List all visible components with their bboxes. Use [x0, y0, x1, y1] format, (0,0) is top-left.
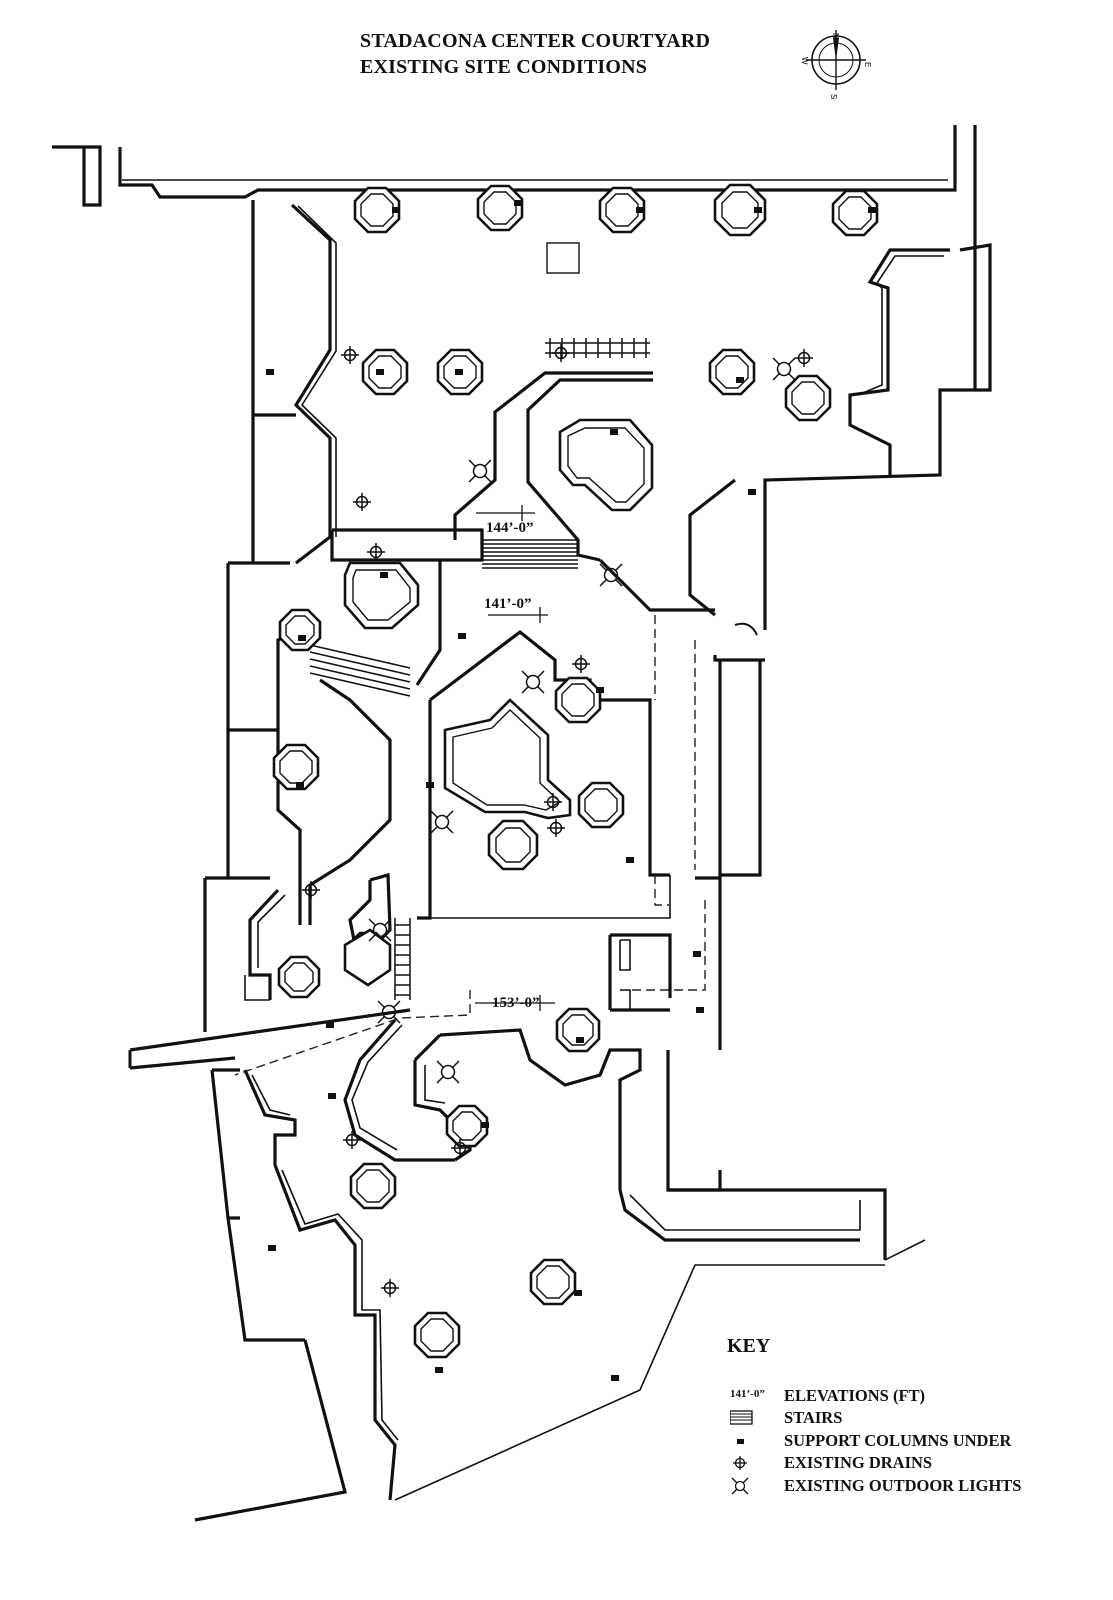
- building-walls: [52, 125, 992, 1522]
- legend-title: KEY: [727, 1335, 771, 1357]
- stairs-upper-center: [482, 539, 578, 569]
- support-column-markers: [266, 200, 876, 1381]
- diagram-title-line-1: STADACONA CENTER COURTYARD: [360, 30, 711, 52]
- elevation-sample-label: 141’-0”: [730, 1388, 765, 1400]
- legend-label: ELEVATIONS (FT): [784, 1386, 926, 1405]
- compass-west-label: W: [800, 57, 809, 65]
- legend-item-drains: EXISTING DRAINS: [730, 1452, 1090, 1474]
- legend-item-stairs: STAIRS: [730, 1407, 1090, 1429]
- elevation-label: 144’-0”: [486, 520, 534, 536]
- stairs-center-vertical: [394, 918, 411, 1000]
- compass-south-label: S: [829, 94, 838, 99]
- legend-label: EXISTING OUTDOOR LIGHTS: [784, 1476, 1022, 1495]
- elevation-marker-lines: [475, 505, 555, 1011]
- legend-label: EXISTING DRAINS: [784, 1453, 933, 1472]
- legend-item-elevations: 141’-0” ELEVATIONS (FT): [730, 1385, 1090, 1407]
- stairs-icon: [730, 1410, 753, 1425]
- stairs-left-mid: [309, 644, 411, 697]
- legend-label: STAIRS: [784, 1408, 843, 1427]
- support-column-icon: [737, 1439, 744, 1444]
- drain-markers: [301, 343, 814, 1298]
- compass-north-label: N: [831, 33, 840, 39]
- elevation-label: 141’-0”: [484, 596, 532, 612]
- legend-item-outdoor-lights: EXISTING OUTDOOR LIGHTS: [730, 1475, 1090, 1497]
- outdoor-light-icon: [731, 1477, 749, 1495]
- planters: [272, 183, 879, 1359]
- compass-rose-icon: N S E W: [800, 30, 872, 99]
- elevation-label: 153’-0”: [492, 995, 540, 1011]
- diagram-title-line-2: EXISTING SITE CONDITIONS: [360, 56, 648, 78]
- drain-icon: [733, 1456, 747, 1470]
- courtyard-edges: [234, 203, 950, 1501]
- compass-east-label: E: [863, 62, 872, 67]
- legend-item-support-columns: SUPPORT COLUMNS UNDER: [730, 1430, 1090, 1452]
- legend-label: SUPPORT COLUMNS UNDER: [784, 1431, 1012, 1450]
